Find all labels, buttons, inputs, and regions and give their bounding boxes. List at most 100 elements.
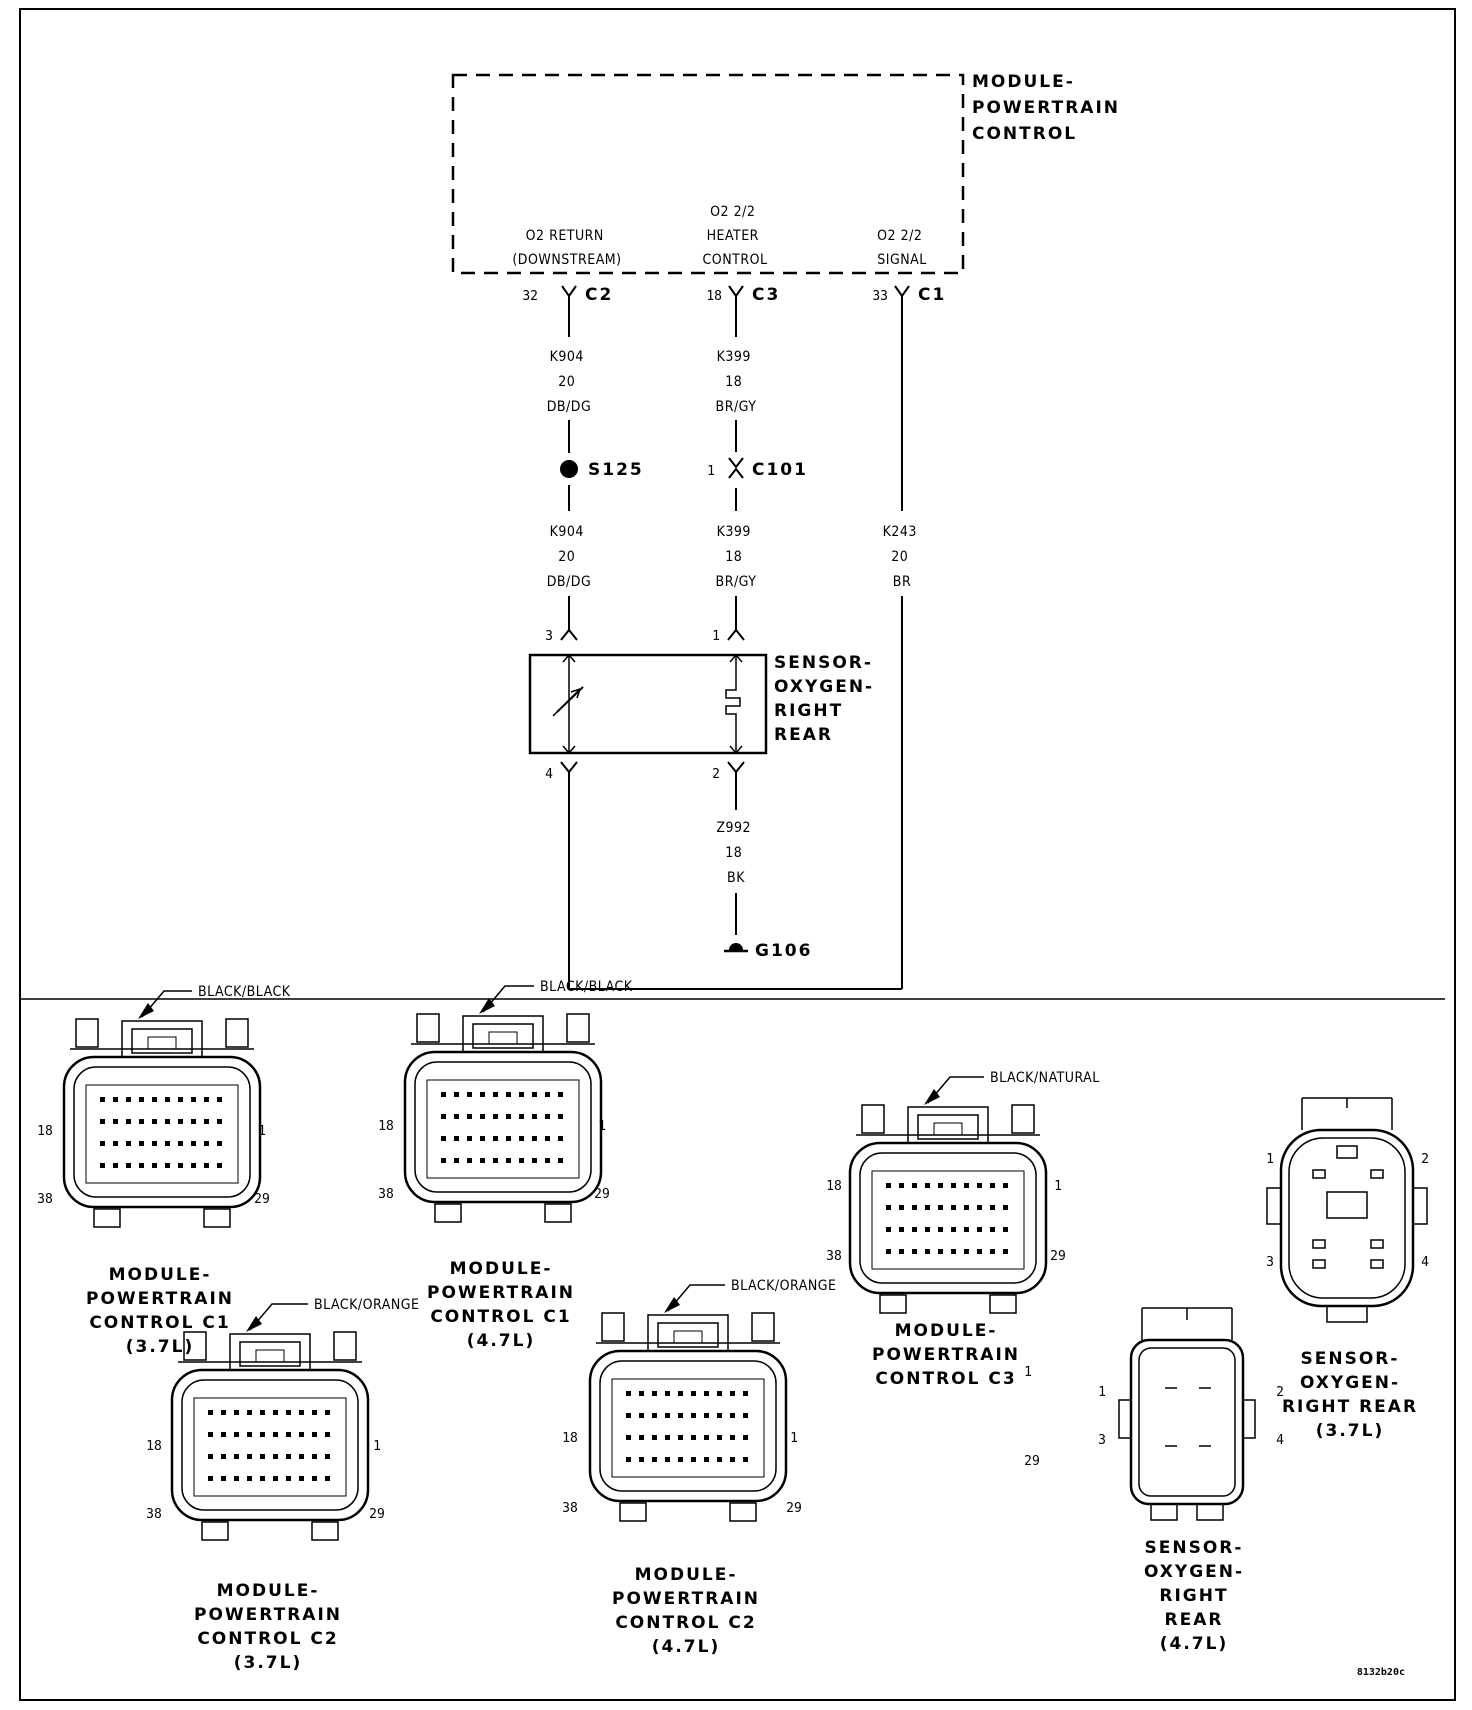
pin-cavity bbox=[506, 1092, 511, 1097]
pin-cavity bbox=[493, 1136, 498, 1141]
pin-cavity bbox=[545, 1136, 550, 1141]
wire-label-k399-upper: K399 18 BR/GY bbox=[716, 349, 757, 415]
connector-id: C3 bbox=[752, 285, 780, 305]
pin-cavity bbox=[299, 1476, 304, 1481]
signal-label: O2 2/2 SIGNAL bbox=[877, 228, 927, 268]
connector-label: RIGHT bbox=[1159, 1586, 1228, 1606]
connector-body bbox=[62, 1055, 262, 1209]
pin-cavity bbox=[886, 1183, 891, 1188]
pin-cavity bbox=[990, 1205, 995, 1210]
connector-color: BLACK/ORANGE bbox=[731, 1278, 837, 1294]
pin-cavity bbox=[208, 1454, 213, 1459]
pin-cavity bbox=[247, 1454, 252, 1459]
pin-cavity bbox=[234, 1454, 239, 1459]
pin-cavity bbox=[299, 1454, 304, 1459]
pin-cavity bbox=[454, 1136, 459, 1141]
pin-cavity bbox=[441, 1092, 446, 1097]
connector-label: POWERTRAIN bbox=[427, 1283, 575, 1303]
pin-cavity bbox=[652, 1457, 657, 1462]
pin-cavity bbox=[273, 1454, 278, 1459]
pin-cavity bbox=[532, 1136, 537, 1141]
pin-cavity bbox=[730, 1391, 735, 1396]
pin-number: 1 bbox=[790, 1431, 798, 1446]
arrowhead-icon bbox=[246, 1316, 262, 1332]
pcm-dashed-outline bbox=[451, 73, 965, 275]
pin-cavity bbox=[938, 1227, 943, 1232]
pin-cavity bbox=[990, 1249, 995, 1254]
pin-cavity bbox=[126, 1163, 131, 1168]
pin-cavity bbox=[286, 1410, 291, 1415]
pin-cavity bbox=[626, 1413, 631, 1418]
connector-id: C2 bbox=[585, 285, 613, 305]
pin-cavity bbox=[545, 1114, 550, 1119]
pin-cavity bbox=[743, 1457, 748, 1462]
pin-number: 18 bbox=[826, 1179, 842, 1194]
pin-cavity bbox=[493, 1114, 498, 1119]
pin-cavity bbox=[652, 1435, 657, 1440]
pin-cavity bbox=[208, 1410, 213, 1415]
pin-cavity bbox=[977, 1227, 982, 1232]
pin-number: 38 bbox=[562, 1501, 578, 1516]
latch bbox=[229, 1333, 311, 1370]
pin-cavity bbox=[165, 1119, 170, 1124]
connector-label: CONTROL C1 bbox=[430, 1307, 571, 1327]
pin-cavity bbox=[100, 1097, 105, 1102]
pin-cavity bbox=[964, 1227, 969, 1232]
heater-control-label: O2 2/2 HEATER CONTROL bbox=[703, 204, 768, 268]
connector-color: BLACK/ORANGE bbox=[314, 1297, 420, 1313]
pcm-pin-33: 33 C1 bbox=[872, 285, 944, 305]
pin-cavity bbox=[665, 1457, 670, 1462]
pin-cavity bbox=[217, 1119, 222, 1124]
pin-number: 3 bbox=[1098, 1433, 1106, 1448]
pin-number: 4 bbox=[1421, 1255, 1429, 1270]
pin-number: 1 bbox=[1266, 1152, 1274, 1167]
pin-cavity bbox=[730, 1413, 735, 1418]
pin-cavity bbox=[506, 1114, 511, 1119]
pin-cavity bbox=[938, 1183, 943, 1188]
pin-cavity bbox=[951, 1205, 956, 1210]
pin-cavity bbox=[964, 1249, 969, 1254]
connector-label: MODULE- bbox=[635, 1565, 738, 1585]
pin-cavity bbox=[639, 1413, 644, 1418]
pin-cavity bbox=[704, 1413, 709, 1418]
pin-cavity bbox=[480, 1158, 485, 1163]
pin-cavity bbox=[126, 1119, 131, 1124]
pin-cavity bbox=[204, 1141, 209, 1146]
pin-number: 38 bbox=[37, 1192, 53, 1207]
connector-label: OXYGEN- bbox=[1300, 1373, 1400, 1393]
pin-cavity bbox=[204, 1163, 209, 1168]
pin-cavity bbox=[100, 1119, 105, 1124]
pin-number: 3 bbox=[545, 629, 553, 644]
pin-number: 29 bbox=[254, 1192, 270, 1207]
connector-label: CONTROL C3 bbox=[875, 1369, 1016, 1389]
pin-cavity bbox=[454, 1092, 459, 1097]
pin-cavity bbox=[704, 1457, 709, 1462]
pin-cavity bbox=[467, 1158, 472, 1163]
pin-cavity bbox=[678, 1391, 683, 1396]
pin-number: 29 bbox=[1050, 1249, 1066, 1264]
connector-color: BLACK/NATURAL bbox=[990, 1070, 1100, 1086]
pin-number: 4 bbox=[1276, 1433, 1284, 1448]
pin-number: 18 bbox=[706, 289, 722, 304]
pin-cavity bbox=[325, 1410, 330, 1415]
pin-cavity bbox=[951, 1227, 956, 1232]
pin-cavity bbox=[221, 1410, 226, 1415]
pin-cavity bbox=[717, 1435, 722, 1440]
pin-cavity bbox=[977, 1249, 982, 1254]
pin-cavity bbox=[545, 1092, 550, 1097]
pin-cavity bbox=[691, 1413, 696, 1418]
pin-cavity bbox=[178, 1163, 183, 1168]
pin-cavity bbox=[899, 1205, 904, 1210]
pin-cavity bbox=[325, 1432, 330, 1437]
pcm-name: MODULE- POWERTRAIN CONTROL bbox=[972, 72, 1128, 144]
pin-cavity bbox=[717, 1391, 722, 1396]
pin-cavity bbox=[100, 1141, 105, 1146]
pin-cavity bbox=[247, 1432, 252, 1437]
pin-number: 1 bbox=[1054, 1179, 1062, 1194]
pin-cavity bbox=[743, 1391, 748, 1396]
connector-label: (3.7L) bbox=[1316, 1421, 1385, 1441]
pin-cavity bbox=[886, 1205, 891, 1210]
